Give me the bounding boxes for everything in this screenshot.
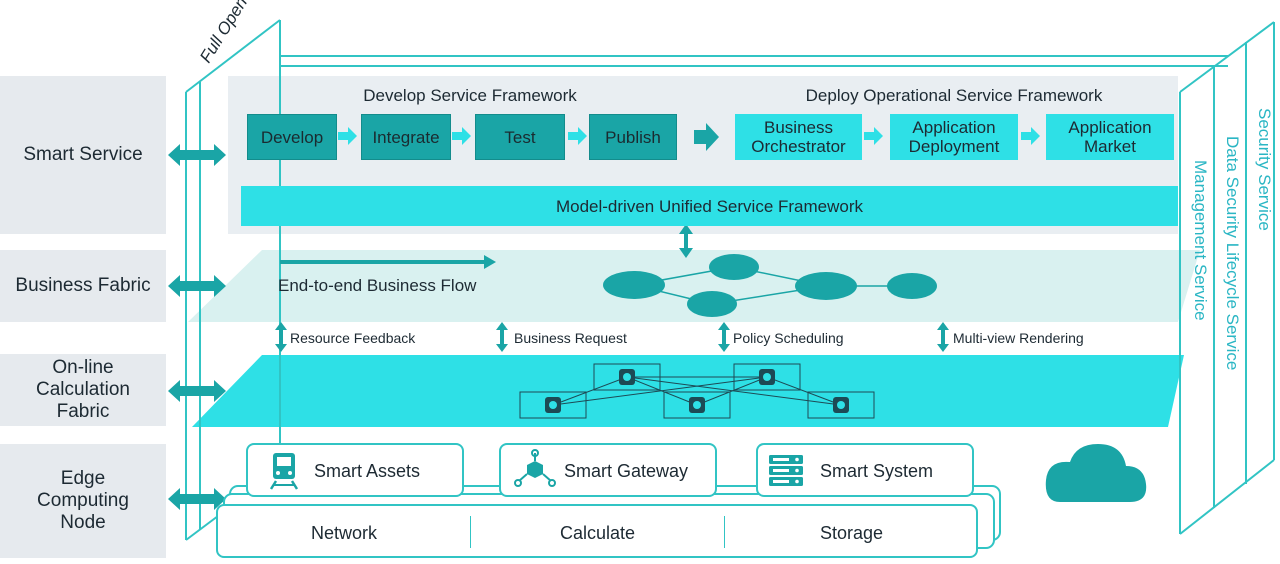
- unified-service-framework-bar: Model-driven Unified Service Framework: [241, 186, 1178, 226]
- smart-gateway-label: Smart Gateway: [564, 461, 689, 481]
- step-test: Test: [475, 114, 565, 160]
- develop-framework-title: Develop Service Framework: [363, 86, 577, 105]
- step-develop: Develop: [247, 114, 337, 160]
- side-double-arrows: [168, 144, 226, 510]
- connector-business-request: Business Request: [514, 330, 627, 346]
- calculation-network: [519, 363, 875, 419]
- smart-system-label: Smart System: [820, 461, 934, 481]
- train-icon: [269, 453, 299, 490]
- connector-policy-scheduling: Policy Scheduling: [733, 330, 844, 346]
- label-business-fabric: Business Fabric: [0, 250, 166, 322]
- server-icon: [769, 455, 803, 486]
- gateway-icon: [514, 449, 556, 487]
- outer-frame: [185, 19, 1275, 541]
- develop-to-deploy-arrow: [694, 123, 719, 151]
- connector-multi-view-rendering: Multi-view Rendering: [953, 330, 1084, 346]
- divider: [470, 516, 471, 548]
- label-smart-service: Smart Service: [0, 76, 166, 234]
- business-flow-graph: [603, 254, 937, 317]
- cloud-icon: [1045, 444, 1147, 502]
- security-service-label: Security Service: [1255, 108, 1274, 231]
- business-flow-label: End-to-end Business Flow: [278, 276, 477, 295]
- network-label: Network: [310, 523, 377, 543]
- step-publish: Publish: [589, 114, 677, 160]
- smart-assets-label: Smart Assets: [314, 461, 421, 481]
- connector-resource-feedback: Resource Feedback: [290, 330, 416, 346]
- storage-label: Storage: [819, 523, 884, 543]
- management-service-label: Management Service: [1191, 160, 1210, 321]
- data-security-lifecycle-service-label: Data Security Lifecycle Service: [1223, 136, 1242, 371]
- label-online-calculation-fabric: On-line Calculation Fabric: [0, 354, 166, 426]
- smart-assets-box: Smart Assets: [246, 443, 464, 497]
- base-plate-front: Network Calculate Storage: [216, 504, 978, 558]
- step-arrows: [338, 127, 1040, 145]
- smart-gateway-box: Smart Gateway: [499, 443, 717, 497]
- business-fabric-plane: [188, 250, 1200, 322]
- calculation-fabric-plane: [192, 355, 1184, 427]
- smart-system-box: Smart System: [756, 443, 974, 497]
- label-edge-computing-node: Edge Computing Node: [0, 444, 166, 558]
- step-integrate: Integrate: [361, 114, 451, 160]
- framework-link-arrow: [679, 224, 693, 258]
- business-flow-arrow: [280, 255, 496, 269]
- deploy-framework-title: Deploy Operational Service Framework: [805, 86, 1103, 105]
- connector-arrows: [275, 322, 949, 352]
- calculate-label: Calculate: [559, 523, 636, 543]
- divider: [724, 516, 725, 548]
